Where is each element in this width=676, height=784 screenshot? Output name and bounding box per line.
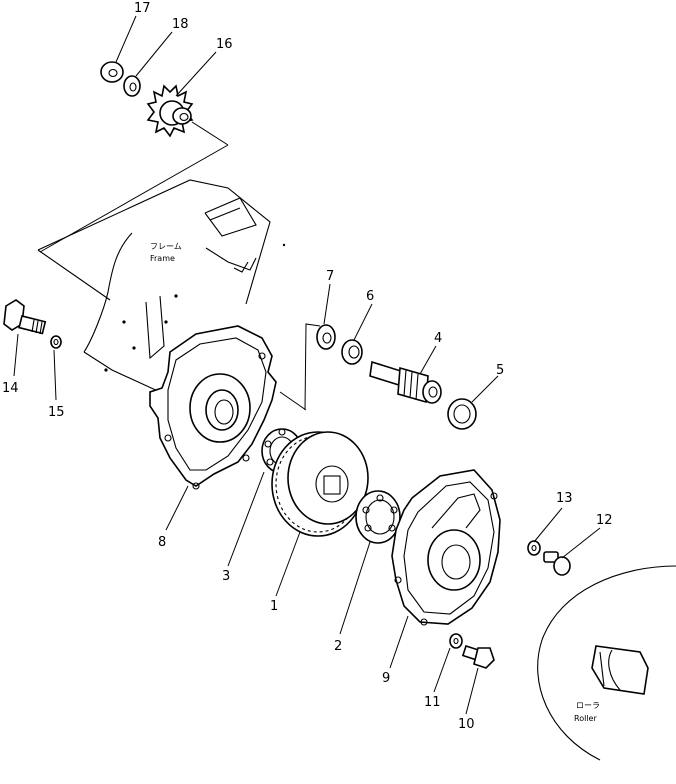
callout-5: 5 (496, 363, 504, 378)
frame-outline (37, 121, 321, 411)
callout-4: 4 (434, 331, 442, 346)
part-7-washer (316, 324, 336, 350)
part-4-pinion-shaft (369, 360, 442, 404)
roller (537, 565, 676, 761)
callout-14: 14 (2, 381, 19, 396)
part-15-washer (50, 335, 62, 349)
part-18-washer (123, 75, 141, 97)
part-6-bearing (341, 339, 363, 365)
callout-12: 12 (596, 513, 613, 528)
callout-7: 7 (326, 269, 334, 284)
part-1-gear (271, 431, 369, 537)
callout-9: 9 (382, 671, 390, 686)
callout-15: 15 (48, 405, 65, 420)
callout-18: 18 (172, 17, 189, 32)
part-16-sprocket (146, 84, 194, 138)
part-17-nut (100, 61, 124, 83)
callout-numbers: 17 18 16 14 15 8 3 1 2 9 11 10 13 12 7 6… (2, 1, 613, 732)
callout-1: 1 (270, 599, 278, 614)
roller-label-en: Roller (574, 714, 597, 723)
callout-16: 16 (216, 37, 233, 52)
part-9-cover (391, 469, 501, 626)
part-8-housing (149, 325, 277, 490)
part-11-washer (449, 633, 463, 649)
leader-lines (13, 15, 601, 715)
part-14-bolt (3, 299, 47, 335)
callout-8: 8 (158, 535, 166, 550)
part-5-bearing (447, 398, 477, 430)
part-12-plug (543, 551, 571, 576)
frame-label-en: Frame (150, 254, 175, 263)
callout-2: 2 (334, 639, 342, 654)
callout-3: 3 (222, 569, 230, 584)
callout-11: 11 (424, 695, 441, 710)
part-13-washer (527, 540, 541, 556)
callout-17: 17 (134, 1, 151, 16)
part-labels: フレーム Frame ローラ Roller (150, 242, 600, 723)
roller-label-jp: ローラ (576, 701, 600, 710)
part-2-bearing (355, 490, 401, 544)
part-10-bolt (461, 644, 495, 669)
frame-label-jp: フレーム (150, 242, 182, 251)
callout-13: 13 (556, 491, 573, 506)
callout-10: 10 (458, 717, 475, 732)
callout-6: 6 (366, 289, 374, 304)
